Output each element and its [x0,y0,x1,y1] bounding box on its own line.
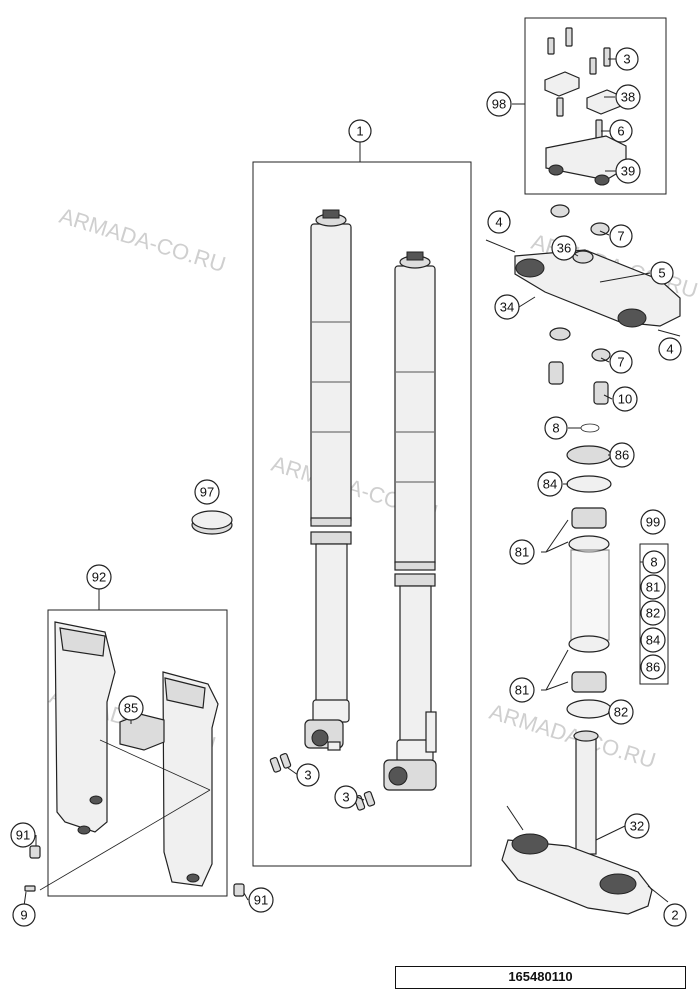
svg-text:4: 4 [666,342,673,357]
clamp-kit-parts [544,27,627,186]
svg-text:99: 99 [646,515,660,530]
callout-7-top: 7 [609,224,633,248]
callout-99-8: 8 [642,550,666,574]
svg-text:7: 7 [617,355,624,370]
callout-8: 8 [544,416,568,440]
svg-text:82: 82 [614,705,628,720]
svg-text:39: 39 [621,164,635,179]
fork-protector-frame [47,609,228,897]
callout-1: 1 [348,119,372,143]
callout-98: 98 [486,91,512,117]
callout-99-84: 84 [640,627,666,653]
callout-38: 38 [615,84,641,110]
callout-81-bottom: 81 [509,677,535,703]
svg-text:81: 81 [515,683,529,698]
svg-text:3: 3 [342,790,349,805]
svg-text:36: 36 [557,241,571,256]
svg-text:3: 3 [304,768,311,783]
watermark-1: ARMADA-CO.RU [57,203,229,277]
callout-99-86: 86 [640,654,666,680]
callout-4-right: 4 [658,337,682,361]
svg-text:98: 98 [492,97,506,112]
fork-assembly-frame [252,161,472,867]
svg-text:84: 84 [646,633,660,648]
callout-7-bottom: 7 [609,350,633,374]
callout-10: 10 [612,386,638,412]
callout-97: 97 [194,479,220,505]
ring-nut [191,510,233,535]
svg-text:38: 38 [621,90,635,105]
svg-text:81: 81 [646,580,660,595]
fork-leg-left [304,209,352,751]
svg-text:82: 82 [646,606,660,621]
svg-text:5: 5 [658,266,665,281]
svg-text:32: 32 [630,819,644,834]
svg-text:85: 85 [124,701,138,716]
fork-leg-right [383,251,437,791]
svg-text:86: 86 [646,660,660,675]
svg-text:92: 92 [92,570,106,585]
callout-34: 34 [494,294,520,320]
svg-text:3: 3 [623,52,630,67]
svg-text:9: 9 [20,908,27,923]
axle-clamp-screws-left [269,753,292,773]
callout-85: 85 [118,695,144,721]
svg-text:81: 81 [515,545,529,560]
svg-text:91: 91 [254,893,268,908]
callout-91-right: 91 [248,887,274,913]
svg-text:97: 97 [200,485,214,500]
callout-5: 5 [650,261,674,285]
lower-triple-clamp [501,730,669,915]
callout-99: 99 [640,509,666,535]
callout-81-top: 81 [509,539,535,565]
svg-text:2: 2 [671,908,678,923]
svg-text:1: 1 [356,124,363,139]
callout-36: 36 [551,235,577,261]
callout-92: 92 [86,564,112,590]
callout-86-top: 86 [609,442,635,468]
upper-triple-clamp [485,204,681,405]
callout-9: 9 [12,903,36,927]
svg-text:86: 86 [615,448,629,463]
callout-3-left: 3 [296,763,320,787]
svg-text:7: 7 [617,229,624,244]
callout-3: 3 [615,47,639,71]
svg-text:84: 84 [543,477,557,492]
callout-6: 6 [609,119,633,143]
bearing-kit-frame [639,543,669,685]
svg-text:6: 6 [617,124,624,139]
svg-text:10: 10 [618,392,632,407]
callout-4-top: 4 [487,210,511,234]
callout-82: 82 [608,699,634,725]
callout-2: 2 [663,903,687,927]
callout-91-left: 91 [10,822,36,848]
callout-99-81: 81 [640,574,666,600]
callout-39: 39 [615,158,641,184]
callout-32: 32 [624,813,650,839]
svg-text:91: 91 [16,828,30,843]
svg-text:8: 8 [650,555,657,570]
svg-text:8: 8 [552,421,559,436]
svg-text:34: 34 [500,300,514,315]
steering-bearings [566,423,612,719]
svg-text:4: 4 [495,215,502,230]
leader-lines [23,58,653,907]
callout-84: 84 [537,471,563,497]
document-number: 165480110 [395,966,686,989]
callout-99-82: 82 [640,600,666,626]
fork-protectors [24,621,245,897]
clamp-kit-frame [524,17,667,195]
callout-3-right: 3 [334,785,358,809]
